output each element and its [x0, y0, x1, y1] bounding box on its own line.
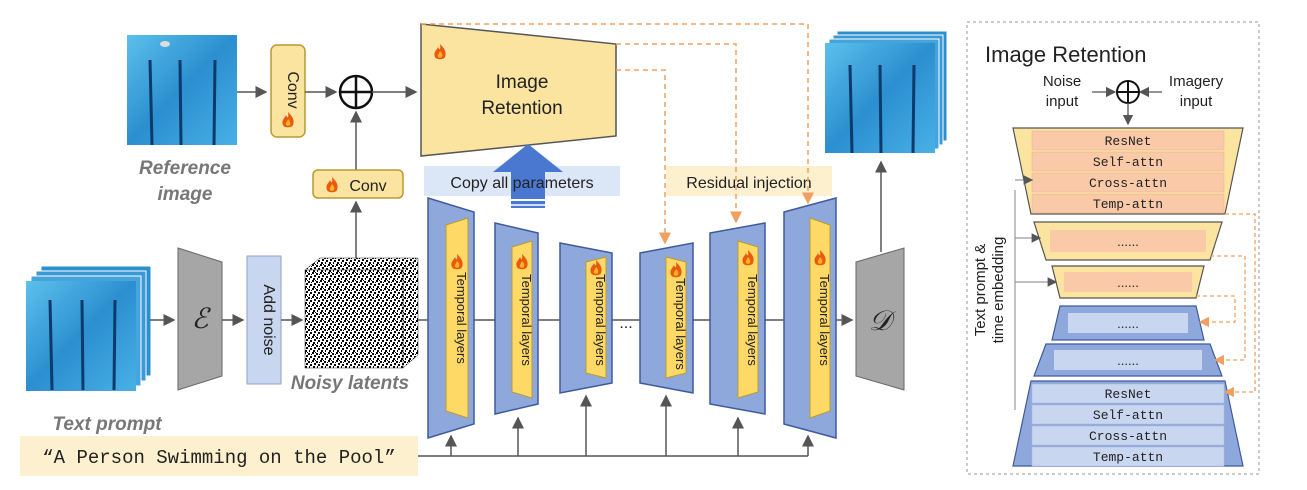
- conv-mid-label: Conv: [349, 178, 386, 195]
- top-row-cross-attn: Cross-attn: [1089, 176, 1167, 191]
- unet-down-block-3: Temporal layers: [559, 242, 613, 394]
- unet-blocks: Temporal layers Temporal layers Temporal…: [427, 196, 837, 440]
- imagery-input-label-1: Imagery: [1169, 73, 1224, 90]
- retention-label-2: Retention: [481, 98, 562, 119]
- bottom-block-rows: ResNet Self-attn Cross-attn Temp-attn: [1031, 383, 1225, 467]
- unet-up-block-3: Temporal layers: [783, 197, 837, 439]
- temporal-layers-label: Temporal layers: [454, 272, 469, 364]
- prompt-box: [20, 436, 418, 476]
- bottom-row-cross-attn: Cross-attn: [1089, 429, 1167, 444]
- text-prompt-label: Text prompt: [52, 414, 162, 435]
- top-row-resnet: ResNet: [1105, 134, 1152, 149]
- add-noise-label: Add noise: [260, 284, 277, 355]
- prompt-text: “A Person Swimming on the Pool”: [42, 447, 395, 469]
- image-retention-block: Image Retention: [420, 23, 617, 157]
- unet-down-block-1: Temporal layers: [427, 196, 475, 440]
- panel-title: Image Retention: [985, 42, 1146, 67]
- bottom-row-temp-attn: Temp-attn: [1093, 450, 1163, 465]
- blue-up-arrow-icon: [493, 144, 563, 208]
- reference-image: [127, 35, 237, 146]
- top-block-rows: ResNet Self-attn Cross-attn Temp-attn: [1031, 130, 1225, 214]
- conditioning-lines: [418, 394, 814, 457]
- input-video: [26, 265, 152, 391]
- residual-injection-label: Residual injection: [686, 175, 811, 192]
- temporal-layers-label: Temporal layers: [519, 274, 534, 366]
- temporal-layers-label: Temporal layers: [593, 274, 608, 366]
- top-row-self-attn: Self-attn: [1093, 155, 1163, 170]
- panel-plus-circle-icon: [1116, 80, 1140, 104]
- residual-dashed-lines: [421, 23, 814, 245]
- panel-conditioning-lines: [1014, 175, 1058, 410]
- noisy-latents-label: Noisy latents: [291, 373, 409, 394]
- conv-top-block: Conv: [270, 44, 306, 138]
- unet-up-block-1: Temporal layers: [639, 242, 694, 394]
- temporal-layers-label: Temporal layers: [817, 274, 832, 366]
- noisy-latents-cube: [304, 257, 419, 369]
- temporal-layers-label: Temporal layers: [745, 274, 760, 366]
- reference-image-label-2: image: [158, 184, 213, 205]
- unet-down-block-2: Temporal layers: [494, 222, 539, 415]
- image-retention-panel: Image Retention Noise input Imagery inpu…: [966, 21, 1260, 475]
- unet-up-block-2: Temporal layers: [709, 222, 766, 415]
- dots-5: ......: [1117, 353, 1139, 368]
- bottom-row-resnet: ResNet: [1105, 387, 1152, 402]
- side-label-2: time embedding: [990, 237, 1007, 344]
- noise-input-label-2: input: [1046, 93, 1079, 110]
- dots-3: ......: [1117, 275, 1139, 290]
- plus-circle-icon: [338, 74, 374, 110]
- imagery-input-label-2: input: [1180, 93, 1213, 110]
- side-label-1: Text prompt &: [972, 244, 989, 337]
- decoder-block: 𝒟: [855, 247, 905, 391]
- encoder-block: ℰ: [177, 247, 223, 391]
- output-video: [825, 30, 948, 154]
- residual-injection-band: [666, 166, 832, 196]
- ellipsis: ...: [619, 315, 632, 332]
- encoder-symbol: ℰ: [192, 303, 212, 334]
- bottom-row-self-attn: Self-attn: [1093, 408, 1163, 423]
- add-noise-block: Add noise: [246, 255, 282, 385]
- temporal-layers-label: Temporal layers: [673, 278, 688, 370]
- retention-label-1: Image: [496, 72, 549, 93]
- panel-skip-lines: [1196, 213, 1256, 398]
- conv-mid-block: Conv: [312, 169, 404, 199]
- conv-top-label: Conv: [284, 71, 301, 108]
- reference-image-label-1: Reference: [139, 158, 231, 179]
- noise-input-label-1: Noise: [1043, 73, 1081, 90]
- top-row-temp-attn: Temp-attn: [1093, 197, 1163, 212]
- dots-2: ......: [1117, 234, 1139, 249]
- copy-parameters-label: Copy all parameters: [450, 175, 593, 192]
- dots-4: ......: [1117, 316, 1139, 331]
